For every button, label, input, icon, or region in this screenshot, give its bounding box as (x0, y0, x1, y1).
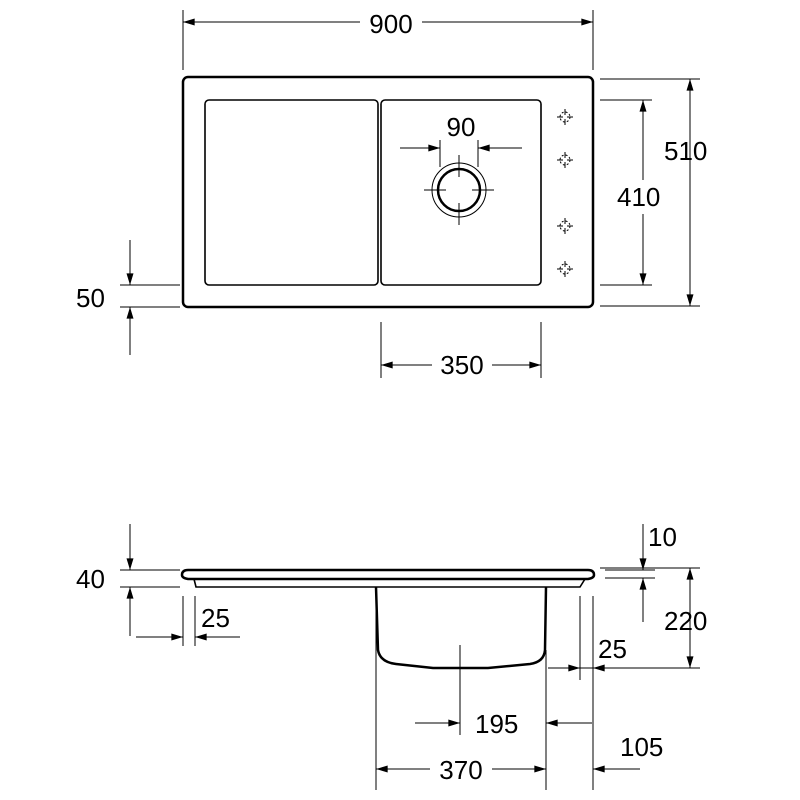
sink-outline (181, 75, 595, 309)
dim-rim-thickness: 40 (76, 524, 180, 636)
dim-right-overhang: 25 (548, 596, 640, 790)
drainboard (204, 99, 379, 286)
side-view: 40 25 10 220 (76, 522, 707, 790)
top-view: 900 510 410 50 (76, 9, 707, 380)
svg-text:25: 25 (598, 634, 627, 664)
svg-text:220: 220 (664, 606, 707, 636)
sink-top-slab (180, 568, 596, 581)
svg-text:410: 410 (617, 182, 660, 212)
svg-text:90: 90 (447, 112, 476, 142)
dim-depth-total: 510 (600, 78, 707, 307)
tap-hole-icon (557, 152, 573, 168)
svg-text:10: 10 (648, 522, 677, 552)
dim-left-overhang: 25 (136, 596, 240, 646)
bowl-profile (374, 586, 548, 670)
dim-front-margin: 50 (76, 240, 180, 355)
tap-hole-markers (557, 109, 573, 277)
dim-total-height: 220 (550, 567, 707, 669)
sink-lip (193, 578, 586, 588)
svg-text:40: 40 (76, 564, 105, 594)
svg-text:350: 350 (440, 350, 483, 380)
dim-width-total: 900 (182, 9, 594, 70)
tap-hole-icon (557, 218, 573, 234)
dim-bowl-outer-width: 370 (375, 610, 546, 790)
dim-bowl-width: 350 (380, 322, 542, 380)
drain (424, 155, 494, 225)
svg-text:900: 900 (369, 9, 412, 39)
tap-hole-icon (557, 109, 573, 125)
svg-text:25: 25 (201, 603, 230, 633)
svg-text:105: 105 (620, 732, 663, 762)
svg-text:195: 195 (475, 709, 518, 739)
dim-drain-offset: 195 (415, 650, 592, 790)
svg-text:370: 370 (439, 755, 482, 785)
dim-top-thickness: 10 (605, 522, 677, 622)
svg-text:510: 510 (664, 136, 707, 166)
dim-bowl-depth: 410 (600, 99, 660, 286)
dim-drain-diameter: 90 (400, 112, 522, 167)
svg-text:50: 50 (76, 283, 105, 313)
dim-right-margin: 105 (593, 732, 663, 773)
tap-hole-icon (557, 261, 573, 277)
bowl (380, 99, 542, 286)
